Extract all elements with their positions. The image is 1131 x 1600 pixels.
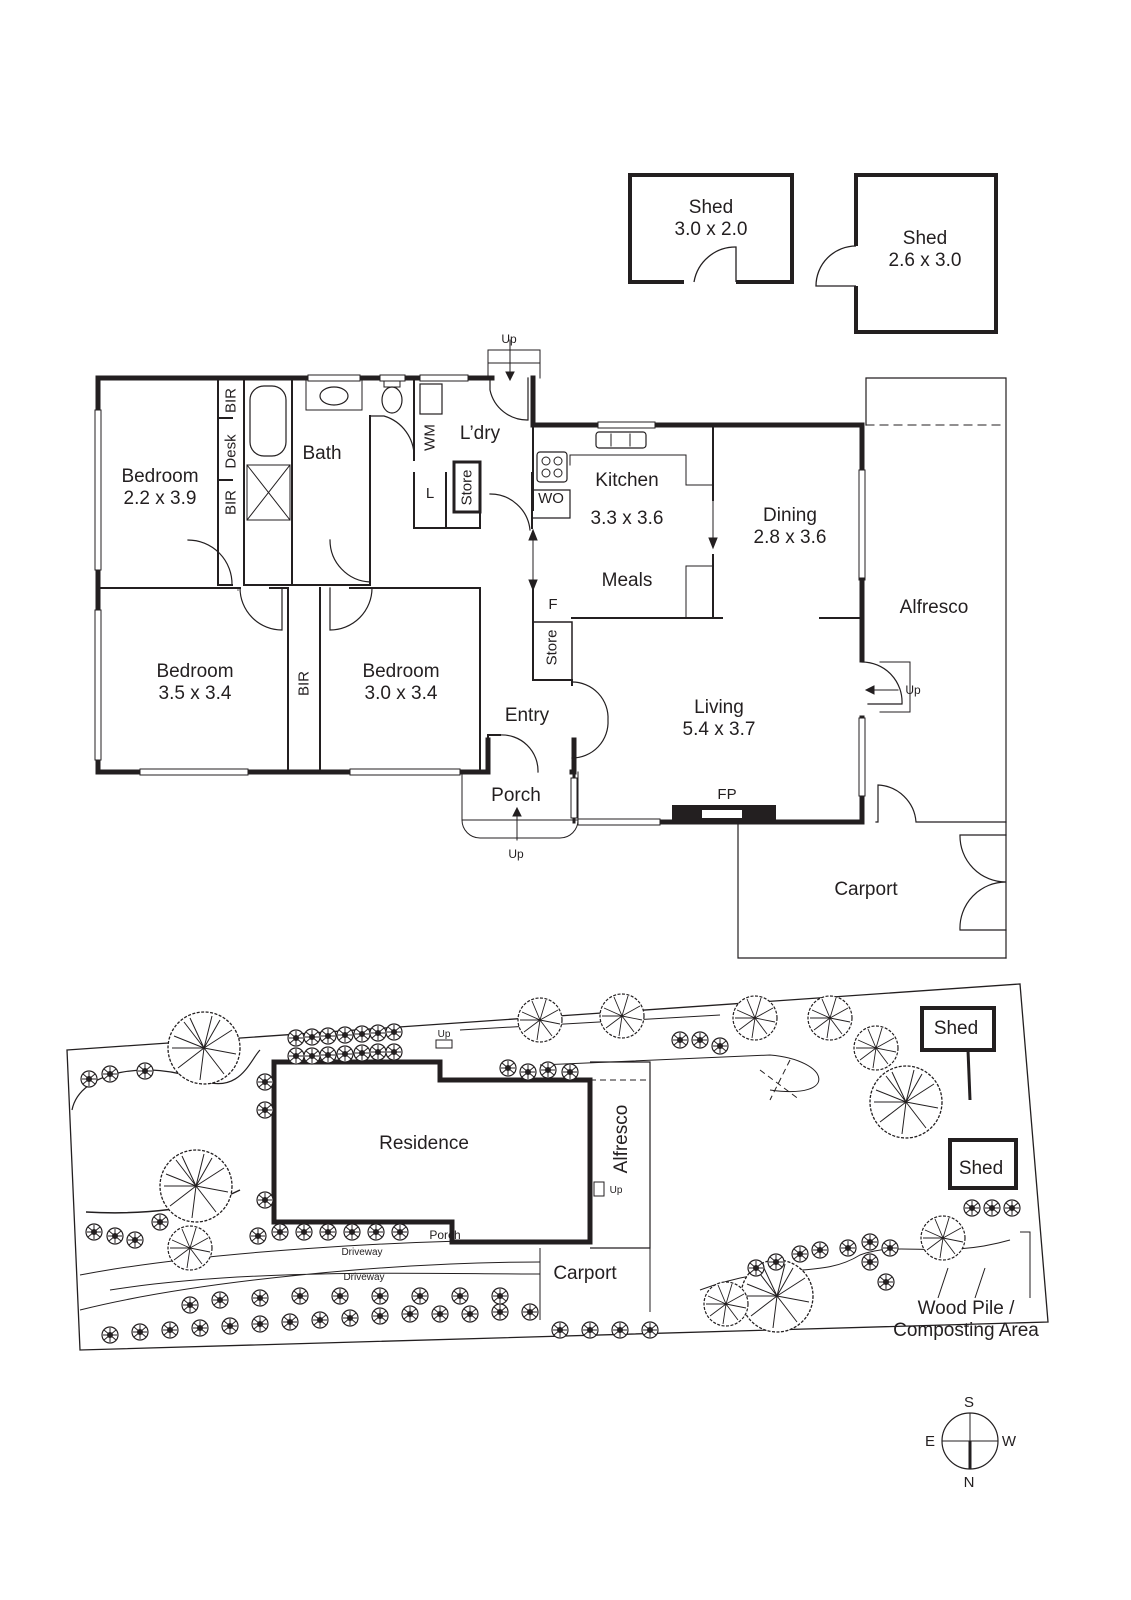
room-size: 3.3 x 3.6: [590, 508, 664, 529]
shed-2-name: Shed: [902, 228, 948, 249]
fixture-fridge: F: [548, 596, 558, 613]
room-alfresco: Alfresco: [900, 597, 969, 619]
room-laundry: L’dry: [460, 423, 500, 445]
fixture-linen: L: [425, 485, 435, 502]
site-shed-2: Shed: [958, 1158, 1004, 1179]
fixture-laundry-store: Store: [458, 469, 476, 506]
compass-north: N: [963, 1474, 975, 1491]
room-name: Bath: [302, 443, 342, 464]
room-name: Kitchen: [595, 470, 659, 491]
site-residence: Residence: [379, 1133, 469, 1154]
room-entry: Entry: [505, 705, 549, 727]
room-name: Carport: [834, 879, 898, 900]
room-carport: Carport: [834, 879, 897, 901]
room-bedroom-2: Bedroom 3.5 x 3.4: [156, 661, 233, 705]
room-name: Meals: [601, 570, 653, 591]
fixture-bir-bottom: BIR: [222, 489, 240, 516]
shed-1-size: 3.0 x 2.0: [674, 219, 748, 240]
fixture-wall-oven: WO: [538, 490, 564, 507]
shed-1-name: Shed: [688, 197, 734, 218]
site-alfresco: Alfresco: [611, 1104, 632, 1174]
room-bath: Bath: [302, 443, 341, 465]
fixture-fireplace: FP: [717, 786, 737, 803]
shed-1-label: Shed 3.0 x 2.0: [675, 197, 748, 241]
room-living: Living 5.4 x 3.7: [683, 697, 756, 741]
site-driveway-2: Driveway: [343, 1272, 385, 1283]
room-name: L’dry: [459, 423, 501, 444]
site-alfresco-up: Up: [609, 1185, 623, 1196]
fixture-washing-machine: WM: [421, 424, 439, 451]
room-size: 5.4 x 3.7: [682, 719, 756, 740]
shed-2-size: 2.6 x 3.0: [888, 250, 962, 271]
room-name: Bedroom: [362, 661, 440, 682]
room-porch: Porch: [491, 785, 541, 807]
steps-laundry-up: Up: [501, 332, 517, 346]
compass-west: W: [1001, 1433, 1017, 1450]
room-size: 3.5 x 3.4: [158, 683, 232, 704]
room-name: Porch: [491, 785, 541, 806]
room-name: Entry: [504, 705, 550, 726]
room-size: 3.0 x 3.4: [364, 683, 438, 704]
wood-pile-line-1: Wood Pile /: [917, 1298, 1015, 1319]
steps-alfresco-up: Up: [905, 683, 921, 697]
site-driveway-1: Driveway: [341, 1247, 383, 1258]
room-kitchen: Kitchen 3.3 x 3.6: [591, 470, 664, 530]
fixture-bir-top: BIR: [222, 387, 240, 414]
site-wood-pile: Wood Pile / Composting Area: [893, 1298, 1039, 1342]
shed-1-outline: [628, 173, 794, 284]
floor-plan-walls: [94, 339, 1007, 959]
room-bedroom-1: Bedroom 2.2 x 3.9: [121, 466, 198, 510]
room-name: Dining: [763, 505, 817, 526]
wood-pile-line-2: Composting Area: [893, 1320, 1039, 1341]
room-size: 2.8 x 3.6: [753, 527, 827, 548]
fixture-entry-store: Store: [543, 629, 561, 666]
room-meals: Meals: [602, 570, 653, 592]
room-name: Alfresco: [899, 597, 969, 618]
site-porch: Porch: [429, 1228, 461, 1242]
room-name: Bedroom: [121, 466, 199, 487]
room-bedroom-3: Bedroom 3.0 x 3.4: [362, 661, 439, 705]
fixture-bir-middle: BIR: [295, 670, 313, 697]
room-name: Living: [694, 697, 744, 718]
site-top-up: Up: [437, 1029, 451, 1040]
site-shed-1: Shed: [933, 1018, 979, 1039]
fixture-desk: Desk: [222, 434, 240, 469]
compass-east: E: [924, 1433, 936, 1450]
shed-2-outline: [815, 173, 998, 334]
steps-porch-up: Up: [508, 847, 524, 861]
room-size: 2.2 x 3.9: [123, 488, 197, 509]
shed-2-label: Shed 2.6 x 3.0: [889, 228, 962, 272]
site-carport: Carport: [553, 1263, 617, 1284]
room-dining: Dining 2.8 x 3.6: [754, 505, 827, 549]
room-name: Bedroom: [156, 661, 234, 682]
compass-rose: [941, 1412, 999, 1470]
compass-south: S: [963, 1394, 975, 1411]
